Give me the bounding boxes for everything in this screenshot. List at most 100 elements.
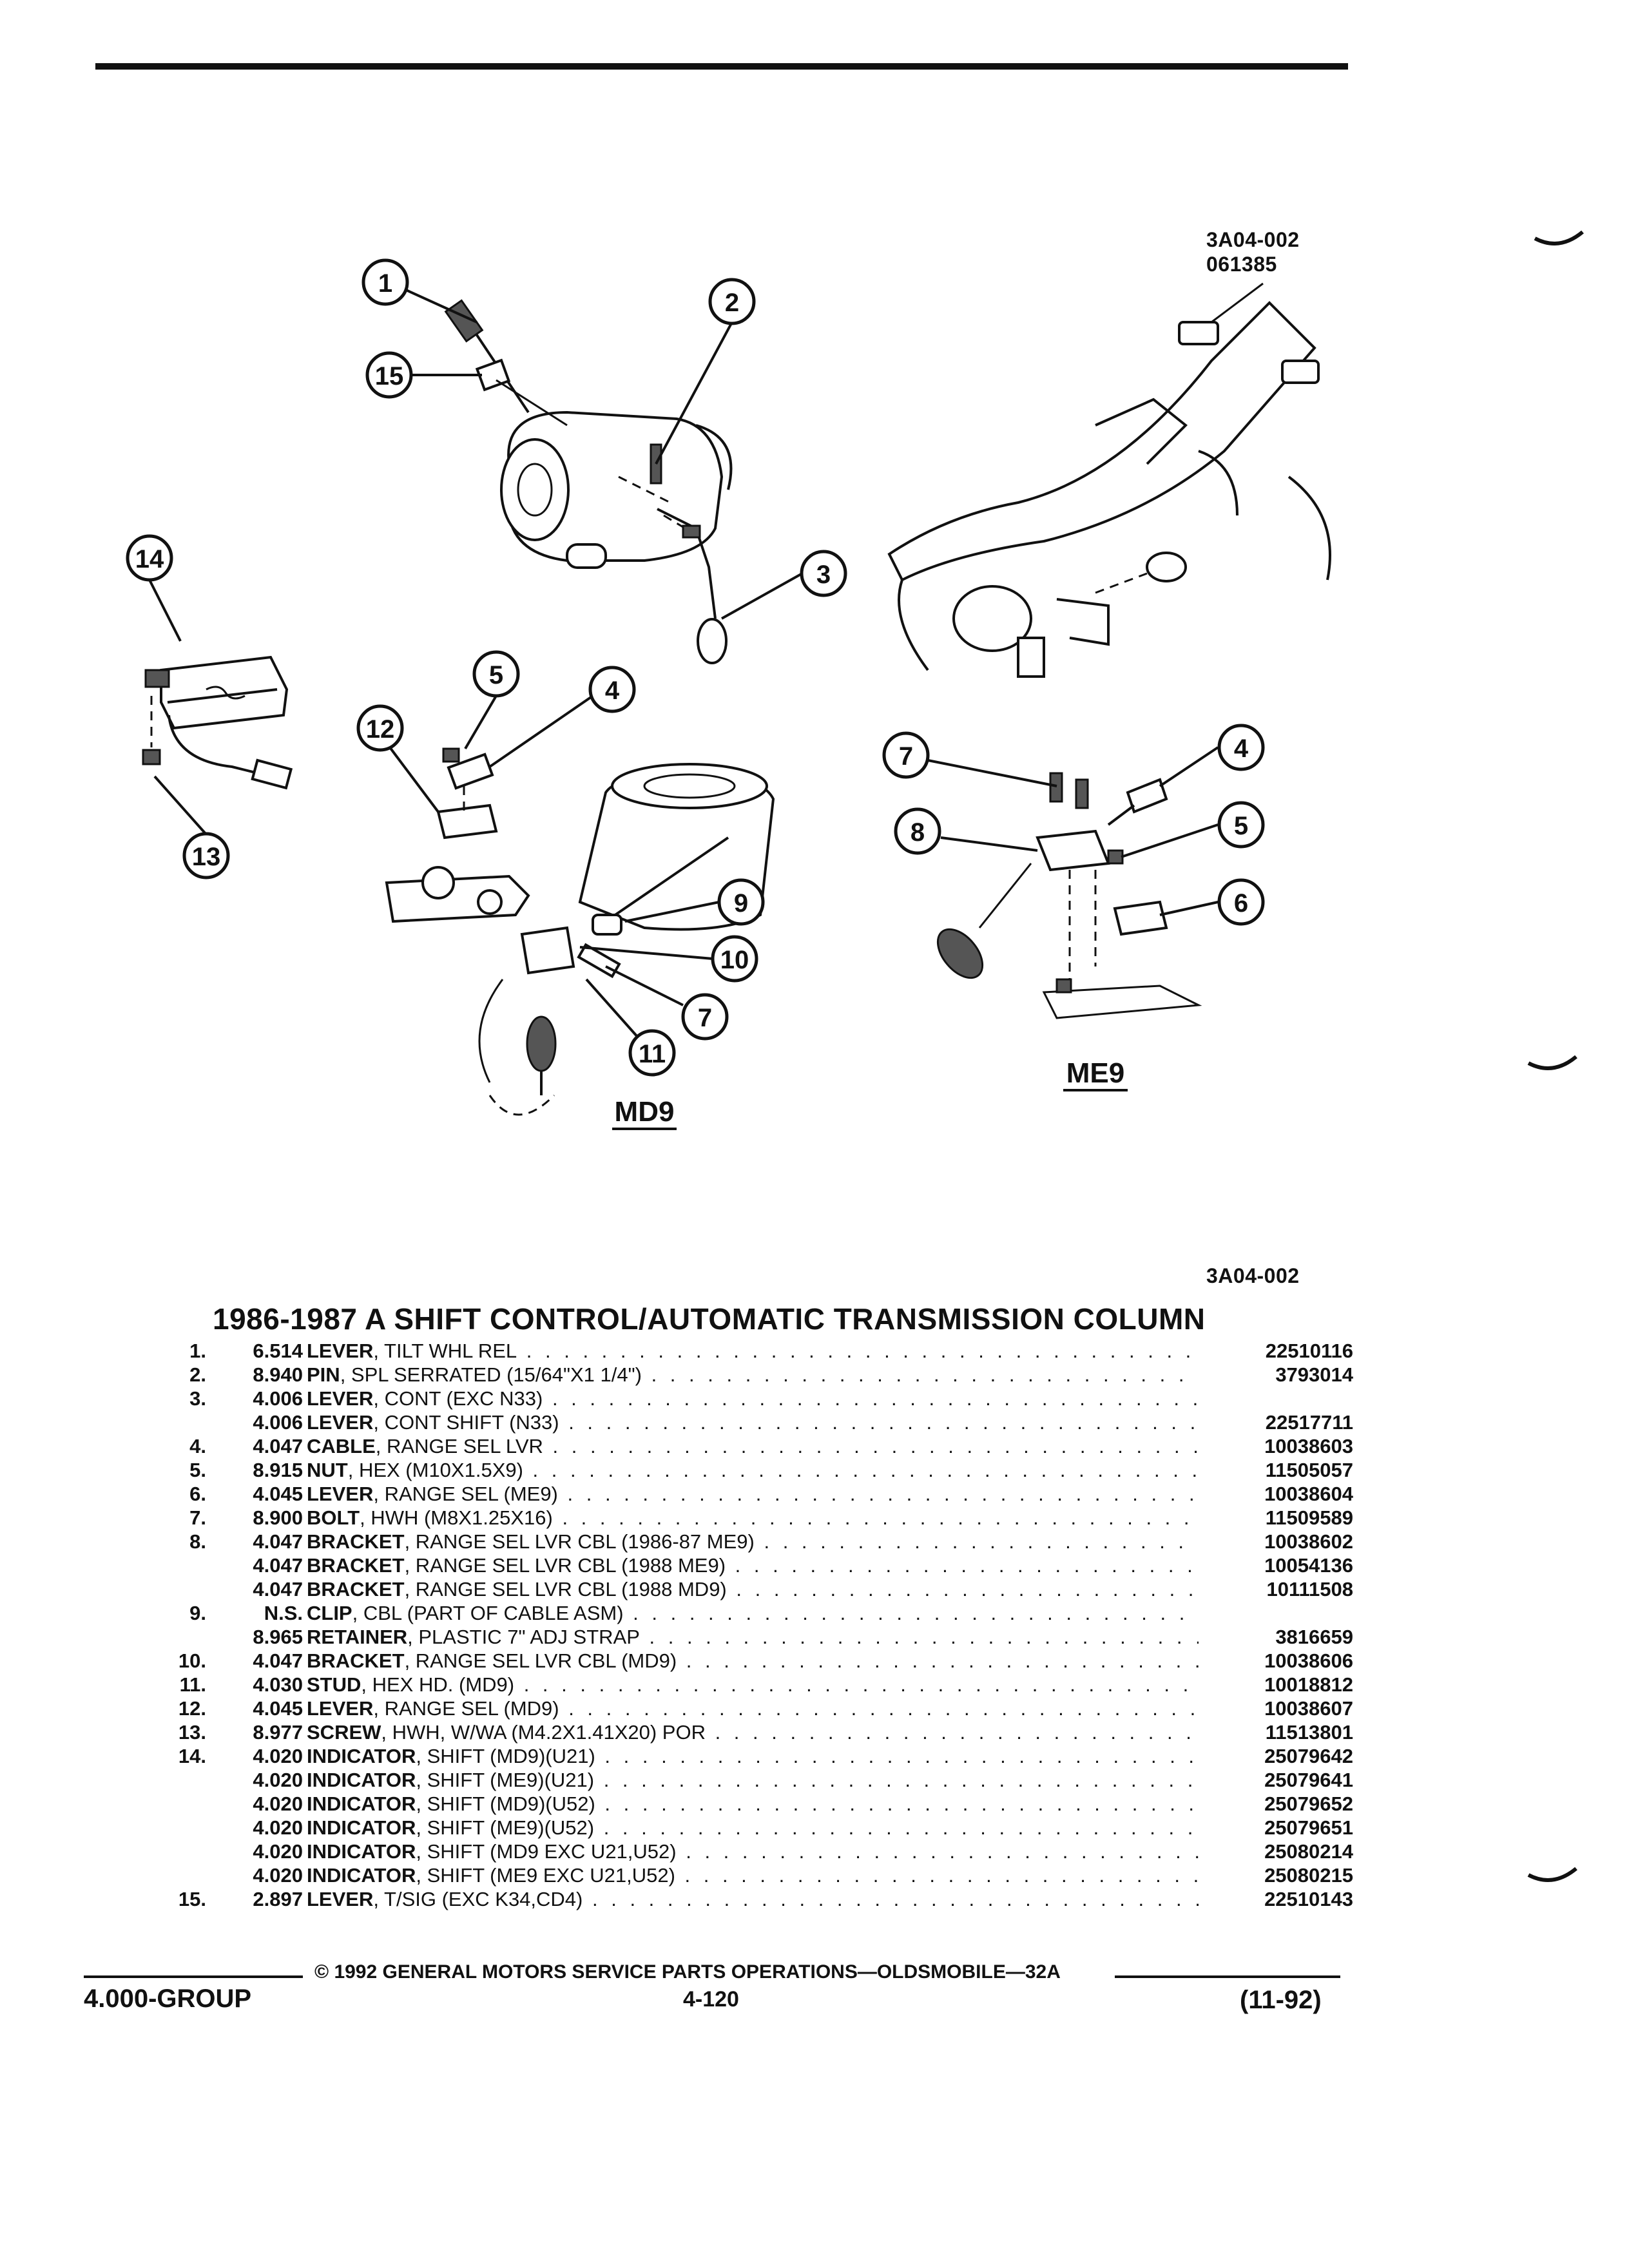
part-description: RETAINER, PLASTIC 7" ADJ STRAP . . . . .… (307, 1625, 1199, 1649)
group-code: 6.514 (253, 1340, 303, 1362)
part-number: 10038607 (1264, 1697, 1353, 1720)
page-number: 4-120 (683, 1987, 739, 2012)
callout-15: 15 (365, 351, 413, 399)
svg-text:7: 7 (899, 742, 913, 771)
group-code: 8.977 (253, 1721, 303, 1744)
part-detail: , CONT (EXC N33) (373, 1387, 543, 1410)
part-description: CABLE, RANGE SEL LVR . . . . . . . . . .… (307, 1434, 1199, 1458)
svg-text:4: 4 (605, 677, 620, 705)
part-name: PIN (307, 1363, 340, 1386)
view-label-me9: ME9 (1066, 1057, 1124, 1089)
view-label-md9: MD9 (615, 1096, 675, 1128)
binding-mark (1534, 230, 1584, 245)
leader-dots: . . . . . . . . . . . . . . . . . . . . … (552, 1435, 1199, 1457)
binding-mark (1527, 1055, 1577, 1070)
svg-text:9: 9 (734, 889, 748, 918)
callout-13: 13 (182, 832, 230, 879)
leader-dots: . . . . . . . . . . . . . . . . . . . . … (633, 1602, 1199, 1624)
part-detail: , RANGE SEL LVR CBL (MD9) (404, 1649, 677, 1672)
part-description: SCREW, HWH, W/WA (M4.2X1.41X20) POR . . … (307, 1720, 1199, 1744)
part-description: LEVER, TILT WHL REL . . . . . . . . . . … (307, 1339, 1199, 1363)
group-code: N.S. (264, 1602, 303, 1624)
part-number: 22510116 (1265, 1340, 1353, 1362)
leader-dots: . . . . . . . . . . . . . . . . . . . . … (568, 1411, 1199, 1434)
part-detail: , RANGE SEL LVR CBL (1986-87 ME9) (404, 1530, 755, 1553)
leader-dots: . . . . . . . . . . . . . . . . . . . . … (604, 1745, 1199, 1767)
part-name: SCREW (307, 1721, 381, 1744)
leader-dots: . . . . . . . . . . . . . . . . . . . . … (523, 1673, 1199, 1696)
part-name: INDICATOR (307, 1745, 416, 1767)
part-number: 3793014 (1275, 1363, 1353, 1386)
item-number: 11. (179, 1673, 206, 1696)
svg-text:1: 1 (378, 269, 392, 298)
item-number: 7. (189, 1506, 206, 1529)
part-name: BRACKET (307, 1578, 405, 1600)
part-name: LEVER (307, 1411, 374, 1434)
part-name: CLIP (307, 1602, 352, 1624)
part-detail: , HEX HD. (MD9) (361, 1673, 515, 1696)
part-number: 11509589 (1265, 1506, 1353, 1529)
callout-2: 2 (708, 278, 756, 325)
part-description: INDICATOR, SHIFT (MD9 EXC U21,U52) . . .… (307, 1840, 1199, 1863)
leader-dots: . . . . . . . . . . . . . . . . . . . . … (604, 1792, 1199, 1815)
leader-lines (148, 289, 1219, 1039)
part-detail: , SHIFT (MD9 EXC U21,U52) (416, 1840, 677, 1863)
item-number: 13. (178, 1721, 206, 1744)
part-description: LEVER, T/SIG (EXC K34,CD4) . . . . . . .… (307, 1887, 1199, 1911)
footer-rule-left (84, 1975, 303, 1978)
svg-text:14: 14 (135, 545, 164, 573)
item-number: 5. (189, 1459, 206, 1481)
part-description: CLIP, CBL (PART OF CABLE ASM) . . . . . … (307, 1601, 1199, 1625)
svg-text:2: 2 (725, 289, 739, 317)
svg-text:7: 7 (698, 1004, 712, 1032)
md9-linkage-drawing (385, 747, 775, 1116)
part-detail: , RANGE SEL (MD9) (373, 1697, 559, 1720)
leader-dots: . . . . . . . . . . . . . . . . . . . . … (686, 1840, 1199, 1863)
me9-linkage-drawing (936, 772, 1202, 1019)
callout-8: 8 (894, 807, 941, 855)
part-detail: , TILT WHL REL (373, 1340, 517, 1362)
part-number: 11513801 (1265, 1721, 1353, 1744)
svg-text:11: 11 (639, 1040, 666, 1068)
part-description: BRACKET, RANGE SEL LVR CBL (1986-87 ME9)… (307, 1530, 1199, 1553)
part-detail: , RANGE SEL (ME9) (373, 1483, 558, 1505)
figure-date-code: 061385 (1206, 253, 1277, 276)
leader-dots: . . . . . . . . . . . . . . . . . . . . … (686, 1649, 1199, 1672)
parts-row: 9.N.S.CLIP, CBL (PART OF CABLE ASM) . . … (142, 1601, 1353, 1625)
leader-dots: . . . . . . . . . . . . . . . . . . . . … (764, 1530, 1199, 1553)
part-name: CABLE (307, 1435, 376, 1457)
exploded-view-illustration: 1 15 2 3 14 13 5 4 12 9 10 7 11 7 8 4 5 … (126, 258, 1331, 1130)
part-name: INDICATOR (307, 1792, 416, 1815)
part-name: NUT (307, 1459, 348, 1481)
part-number: 25079641 (1264, 1769, 1353, 1791)
part-name: LEVER (307, 1888, 374, 1910)
part-number: 22517711 (1265, 1411, 1353, 1434)
leader-dots: . . . . . . . . . . . . . . . . . . . . … (562, 1506, 1199, 1529)
shift-indicator-drawing (142, 655, 293, 790)
part-name: LEVER (307, 1697, 374, 1720)
group-code: 8.940 (253, 1363, 303, 1386)
part-name: INDICATOR (307, 1769, 416, 1791)
part-detail: , CBL (PART OF CABLE ASM) (352, 1602, 624, 1624)
group-code: 4.006 (253, 1387, 303, 1410)
group-code: 4.047 (253, 1530, 303, 1553)
group-code: 4.030 (253, 1673, 303, 1696)
part-detail: , PLASTIC 7" ADJ STRAP (407, 1626, 640, 1648)
group-code: 2.897 (253, 1888, 303, 1910)
svg-text:12: 12 (366, 715, 395, 744)
leader-dots: . . . . . . . . . . . . . . . . . . . . … (568, 1697, 1199, 1720)
part-detail: , RANGE SEL LVR (375, 1435, 543, 1457)
part-name: BOLT (307, 1506, 360, 1529)
